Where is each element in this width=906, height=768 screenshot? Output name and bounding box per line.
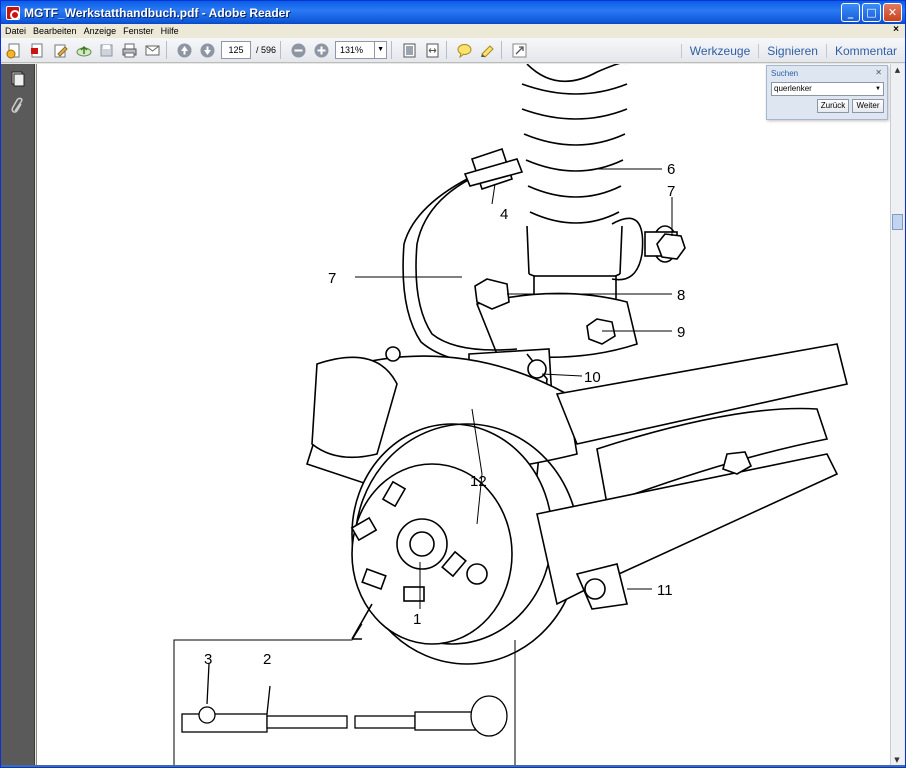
adobe-reader-icon [6,6,20,20]
window-title: MGTF_Werkstatthandbuch.pdf - Adobe Reade… [24,6,290,20]
save-button[interactable] [96,40,116,60]
page-number-input[interactable]: 125 [221,41,251,59]
kommentar-link[interactable]: Kommentar [826,44,905,58]
callout-1: 1 [413,611,421,628]
find-query: querlenker [774,84,812,93]
zoom-value: 131% [340,45,363,55]
toolbar: 125 / 596 131% ▼ Werkzeu [1,38,905,63]
title-bar: MGTF_Werkstatthandbuch.pdf - Adobe Reade… [1,1,905,24]
email-button[interactable] [142,40,162,60]
callout-4: 4 [500,206,508,223]
minus-circle-icon [290,42,307,59]
navigation-pane [1,64,35,767]
menu-bearbeiten[interactable]: Bearbeiten [33,26,77,36]
create-pdf-button[interactable] [4,40,24,60]
arrow-down-circle-icon [199,42,216,59]
speech-bubble-icon [456,42,473,59]
next-page-button[interactable] [197,40,217,60]
open-button[interactable] [27,40,47,60]
save-icon [98,42,115,59]
scroll-thumb[interactable] [892,214,903,230]
fullscreen-button[interactable] [509,40,529,60]
signieren-link[interactable]: Signieren [758,44,826,58]
maximize-button[interactable]: □ [862,3,881,22]
fit-width-icon [424,42,441,59]
highlighter-icon [479,42,496,59]
vertical-scrollbar[interactable]: ▲ ▼ [890,64,904,767]
fit-page-button[interactable] [399,40,419,60]
callout-7-left: 7 [328,270,336,287]
menu-bar: Datei Bearbeiten Anzeige Fenster Hilfe × [1,24,905,38]
expand-icon [511,42,528,59]
callout-2: 2 [263,651,271,668]
find-panel: Suchen ✕ querlenker ▼ Zurück Weiter [766,65,888,120]
suspension-diagram: 6 7 7 4 8 9 10 12 1 11 2 3 [37,64,890,767]
callout-11: 11 [657,582,673,599]
window-controls: _ □ ✕ [841,3,902,22]
spring-top [527,64,625,81]
document-close-icon[interactable]: × [893,24,899,35]
document-view[interactable]: 6 7 7 4 8 9 10 12 1 11 2 3 [36,64,890,767]
zoom-select[interactable]: 131% ▼ [335,41,387,59]
menu-datei[interactable]: Datei [5,26,26,36]
callout-12: 12 [470,473,487,490]
print-button[interactable] [119,40,139,60]
chevron-down-icon[interactable]: ▼ [875,83,881,95]
create-pdf-icon [6,42,23,59]
previous-page-button[interactable] [174,40,194,60]
edit-button[interactable] [50,40,70,60]
toolbar-separator [446,41,447,59]
find-next-button[interactable]: Weiter [852,99,884,113]
attachments-paperclip-icon[interactable] [9,97,27,115]
fit-page-icon [401,42,418,59]
toolbar-separator [166,41,167,59]
task-links: Werkzeuge Signieren Kommentar [681,38,905,63]
zoom-out-button[interactable] [288,40,308,60]
werkzeuge-link[interactable]: Werkzeuge [681,44,758,58]
zoom-in-button[interactable] [311,40,331,60]
cloud-icon [75,42,92,59]
minimize-button[interactable]: _ [841,3,860,22]
arrow-up-circle-icon [176,42,193,59]
edit-pencil-icon [52,42,69,59]
page-thumbnails-icon[interactable] [9,70,27,88]
plus-circle-icon [313,42,330,59]
page-total: / 596 [256,45,276,55]
callout-3: 3 [204,651,212,668]
callout-6: 6 [667,161,675,178]
callout-8: 8 [677,287,685,304]
find-back-button[interactable]: Zurück [817,99,849,113]
comment-button[interactable] [454,40,474,60]
print-icon [121,42,138,59]
toolbar-separator [391,41,392,59]
envelope-icon [144,42,161,59]
highlight-button[interactable] [477,40,497,60]
callout-9: 9 [677,324,685,341]
spring-coil [522,84,627,94]
fit-width-button[interactable] [422,40,442,60]
find-input[interactable]: querlenker ▼ [771,82,884,96]
toolbar-separator [501,41,502,59]
find-title: Suchen [771,69,798,78]
callout-10: 10 [584,369,601,386]
menu-anzeige[interactable]: Anzeige [84,26,117,36]
menu-fenster[interactable]: Fenster [123,26,154,36]
cloud-button[interactable] [73,40,93,60]
window-bottom-border [1,765,905,767]
pdf-file-icon [29,42,46,59]
callout-7-right: 7 [667,183,675,200]
find-close-icon[interactable]: ✕ [875,68,882,77]
close-button[interactable]: ✕ [883,3,902,22]
scroll-up-icon[interactable]: ▲ [891,64,904,77]
menu-hilfe[interactable]: Hilfe [161,26,179,36]
chevron-down-icon: ▼ [374,42,386,58]
toolbar-separator [280,41,281,59]
